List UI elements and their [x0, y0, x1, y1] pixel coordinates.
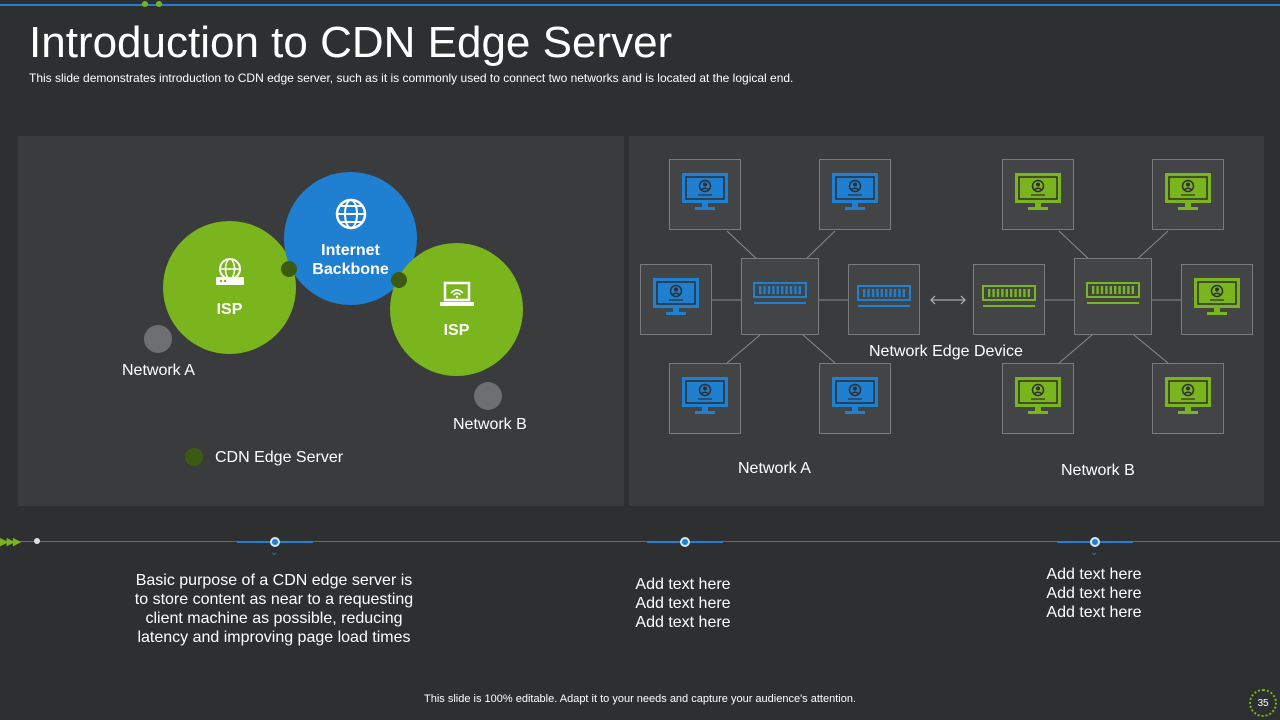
switch-icon: [752, 281, 808, 312]
network-switch-node: [741, 258, 819, 335]
computer-node: [819, 363, 891, 434]
right-network-b-label: Network B: [1061, 462, 1135, 479]
network-switch-node: [848, 264, 920, 335]
computer-node: [669, 159, 741, 230]
switch-icon: [1085, 281, 1141, 312]
top-accent-line: [0, 4, 1280, 6]
footer-note: This slide is 100% editable. Adapt it to…: [424, 693, 856, 705]
timeline-line: [0, 541, 1280, 542]
network-b-node: [474, 382, 502, 410]
timeline-node: [680, 537, 690, 547]
right-network-a-label: Network A: [738, 460, 811, 477]
network-switch-node: [1074, 258, 1152, 335]
network-edge-device-label: Network Edge Device: [869, 343, 1023, 360]
computer-node: [1002, 159, 1074, 230]
cdn-edge-server-dot: [391, 272, 407, 288]
isp-right-label: ISP: [443, 321, 470, 339]
timeline-start-dot: [34, 538, 40, 544]
monitor-user-icon: [1163, 375, 1213, 422]
network-a-label: Network A: [122, 362, 195, 379]
network-switch-node: [973, 264, 1045, 335]
monitor-user-icon: [1192, 276, 1242, 323]
monitor-user-icon: [830, 375, 880, 422]
monitor-user-icon: [680, 171, 730, 218]
network-a-node: [144, 325, 172, 353]
page-number: 35: [1249, 689, 1277, 717]
monitor-user-icon: [1163, 171, 1213, 218]
laptop-wifi-icon: [439, 280, 475, 315]
timeline-text-2: Add text here Add text here Add text her…: [635, 576, 731, 631]
monitor-user-icon: [830, 171, 880, 218]
accent-dot: [142, 1, 148, 7]
globe-icon: [335, 198, 367, 235]
switch-icon: [856, 284, 912, 315]
monitor-user-icon: [1013, 375, 1063, 422]
router-icon: [213, 257, 247, 294]
slide-title: Introduction to CDN Edge Server: [29, 18, 673, 67]
timeline-text-1: Basic purpose of a CDN edge server is to…: [134, 572, 414, 646]
legend-dot: [185, 448, 203, 466]
timeline-text-3: Add text here Add text here Add text her…: [1046, 566, 1142, 621]
computer-node: [669, 363, 741, 434]
computer-node: [1152, 159, 1224, 230]
double-arrow-icon: [928, 293, 968, 312]
chevron-down-icon: ⌄: [270, 547, 279, 558]
computer-node: [1181, 264, 1253, 335]
monitor-user-icon: [651, 276, 701, 323]
isp-left-circle: ISP: [163, 221, 296, 354]
isp-right-circle: ISP: [390, 243, 523, 376]
isp-left-label: ISP: [216, 300, 243, 318]
computer-node: [819, 159, 891, 230]
network-b-label: Network B: [453, 416, 527, 433]
timeline-node: [270, 537, 280, 547]
cdn-edge-server-dot: [281, 261, 297, 277]
timeline-node: [1090, 537, 1100, 547]
computer-node: [640, 264, 712, 335]
computer-node: [1002, 363, 1074, 434]
slide-subtitle: This slide demonstrates introduction to …: [29, 71, 794, 85]
monitor-user-icon: [1013, 171, 1063, 218]
legend-label: CDN Edge Server: [215, 449, 344, 466]
switch-icon: [981, 284, 1037, 315]
chevron-down-icon: ⌄: [1090, 547, 1099, 558]
computer-node: [1152, 363, 1224, 434]
timeline-arrows-icon: ▶▶▶: [0, 536, 21, 548]
monitor-user-icon: [680, 375, 730, 422]
internet-backbone-label: Internet Backbone: [312, 242, 389, 278]
accent-dot: [156, 1, 162, 7]
